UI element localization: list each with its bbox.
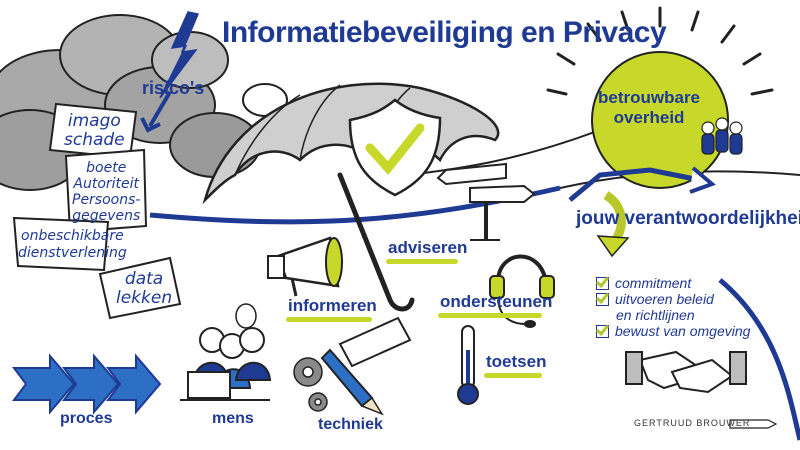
risk-item-boete: boete Autoriteit Persoons- gegevens bbox=[72, 160, 141, 224]
signature: GERTRUUD BROUWER bbox=[634, 418, 751, 428]
pillar-techniek: techniek bbox=[318, 416, 383, 433]
checklist-item: en richtlijnen bbox=[616, 307, 695, 323]
pillar-proces: proces bbox=[60, 410, 113, 427]
checklist-item: uitvoeren beleid bbox=[596, 291, 750, 307]
gears-icon bbox=[293, 357, 328, 412]
ruler-icon bbox=[338, 316, 412, 368]
checkbox-icon bbox=[596, 277, 609, 290]
role-informeren-underline bbox=[286, 317, 372, 322]
sun-icon bbox=[546, 6, 774, 189]
down-arrow-icon bbox=[148, 90, 172, 128]
path-arrow bbox=[568, 167, 701, 202]
risk-item-datalekken: data lekken bbox=[116, 269, 173, 308]
risk-papers bbox=[12, 102, 182, 320]
headset-icon bbox=[489, 254, 555, 328]
role-ondersteunen: ondersteunen bbox=[440, 292, 553, 311]
signpost-icon bbox=[436, 162, 536, 241]
risk-item-onbeschikbaar: onbeschikbare dienstverlening bbox=[18, 228, 127, 261]
umbrella-icon bbox=[202, 82, 500, 312]
page-title: Informatiebeveiliging en Privacy bbox=[222, 16, 667, 49]
thermometer-icon bbox=[457, 325, 479, 405]
goal-label: betrouwbare overheid bbox=[598, 88, 701, 127]
risk-item-imago: imago schade bbox=[64, 111, 125, 150]
threat-label: risico's bbox=[142, 78, 205, 98]
checklist-item: commitment bbox=[596, 275, 750, 291]
checkbox-icon bbox=[596, 325, 609, 338]
lightbulb-icon bbox=[235, 303, 257, 329]
pencil-icon bbox=[320, 316, 412, 416]
role-toetsen: toetsen bbox=[486, 352, 547, 371]
checklist: commitment uitvoeren beleid en richtlijn… bbox=[596, 275, 750, 339]
role-adviseren: adviseren bbox=[388, 238, 468, 257]
role-ondersteunen-underline bbox=[438, 313, 542, 318]
team-icon bbox=[180, 303, 272, 401]
handshake-icon bbox=[625, 350, 747, 394]
role-toetsen-underline bbox=[484, 373, 542, 378]
checklist-item: bewust van omgeving bbox=[596, 323, 750, 339]
role-informeren: informeren bbox=[288, 296, 377, 315]
shield-check-icon bbox=[348, 98, 442, 197]
lightning-bolt-icon bbox=[159, 11, 200, 99]
signature-pencil-icon bbox=[729, 419, 778, 429]
path-curve bbox=[718, 278, 800, 441]
process-arrows-icon bbox=[12, 353, 162, 415]
checkbox-icon bbox=[596, 293, 609, 306]
pillar-mens: mens bbox=[212, 410, 254, 427]
megaphone-icon bbox=[267, 236, 343, 297]
role-adviseren-underline bbox=[386, 259, 458, 264]
responsibility-label: jouw verantwoordelijkheid bbox=[576, 208, 800, 229]
